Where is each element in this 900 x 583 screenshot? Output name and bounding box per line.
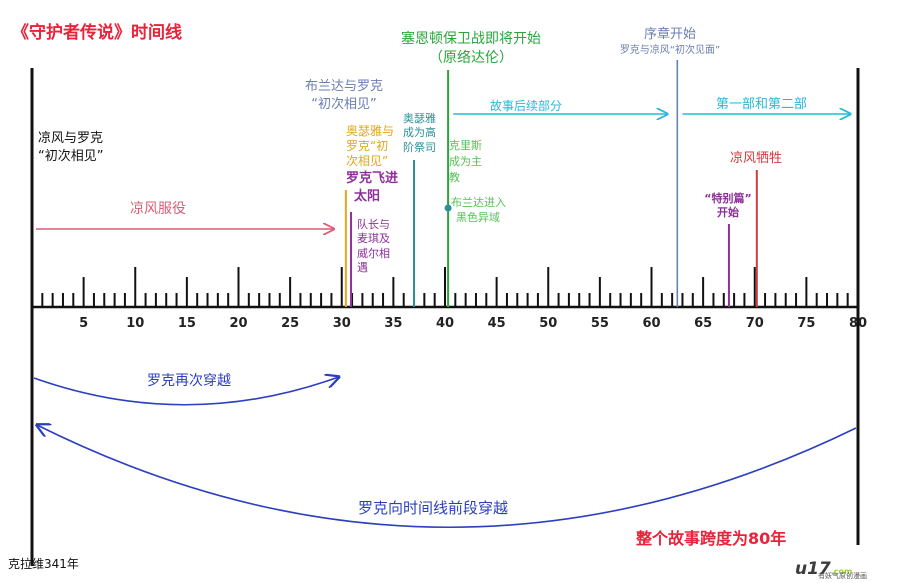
axis-tick-label: 75 bbox=[797, 316, 816, 331]
event-line: 奥瑟雅与 bbox=[346, 124, 395, 138]
axis-tick-label: 40 bbox=[435, 316, 455, 331]
event-brenda-luoke-meet: 布兰达与罗克 “初次相见” bbox=[298, 78, 390, 113]
event-line: 克里斯 bbox=[449, 139, 482, 152]
axis-tick-label: 10 bbox=[126, 316, 145, 331]
arc-luoke-again-label: 罗克再次穿越 bbox=[147, 373, 231, 389]
watermark-logo: u17.com bbox=[795, 558, 852, 581]
event-special-start: “特别篇” 开始 bbox=[700, 192, 756, 221]
event-lingfeng-service: 凉风服役 bbox=[130, 201, 186, 217]
event-line: 黑色异域 bbox=[456, 210, 500, 224]
axis-tick-label: 15 bbox=[177, 316, 196, 331]
axis-tick-label: 5 bbox=[79, 316, 89, 331]
event-line: 塞恩顿保卫战即将开始 bbox=[401, 31, 541, 47]
event-line: 成为主 bbox=[449, 154, 482, 168]
watermark-logo-suffix: .com bbox=[830, 567, 853, 576]
story-span-note: 整个故事跨度为80年 bbox=[636, 529, 787, 548]
event-line: 凉风与罗克 bbox=[38, 131, 104, 146]
event-line: 罗克与凉风“初次见面” bbox=[619, 44, 721, 56]
event-oseya-luoke-meet: 奥瑟雅与 罗克“初 次相见” bbox=[346, 124, 394, 169]
axis-tick-label: 55 bbox=[590, 316, 609, 331]
event-line: 布兰达与罗克 bbox=[304, 79, 383, 94]
event-line: 奥瑟雅 bbox=[403, 112, 436, 125]
axis-tick-label: 65 bbox=[694, 316, 713, 331]
arc-luoke-front bbox=[37, 425, 857, 529]
period-part-one-two: 第一部和第二部 bbox=[716, 97, 808, 112]
event-line: 麦琪及 bbox=[357, 232, 390, 246]
axis-start-label: 克拉维341年 bbox=[8, 557, 79, 571]
axis-tick-label: 20 bbox=[229, 316, 248, 331]
event-line: 布兰达进入 bbox=[451, 196, 506, 209]
event-markers bbox=[344, 60, 758, 307]
axis-tick-label: 70 bbox=[745, 316, 764, 331]
axis-tick-label: 30 bbox=[332, 316, 351, 331]
event-brenda-enter-dark: 布兰达进入 黑色异域 bbox=[451, 196, 506, 226]
event-lingfeng-luoke-meet: 凉风与罗克 “初次相见” bbox=[38, 130, 103, 165]
arc-luoke-again bbox=[33, 377, 339, 406]
watermark-logo-text: u17 bbox=[795, 559, 831, 579]
event-line: 遇 bbox=[357, 260, 368, 274]
arc-luoke-front-label: 罗克向时间线前段穿越 bbox=[358, 499, 509, 517]
watermark-sub: 有妖气原创漫画 bbox=[818, 572, 867, 580]
axis-tick-label: 80 bbox=[848, 316, 868, 331]
event-line: 罗克飞进 bbox=[346, 171, 399, 186]
page-title: 《守护者传说》时间线 bbox=[12, 23, 182, 43]
period-story-follow: 故事后续部分 bbox=[490, 99, 563, 113]
event-line: 威尔相 bbox=[357, 246, 390, 260]
event-sedonton-battle: 塞恩顿保卫战即将开始 （原络达伦） bbox=[385, 30, 557, 68]
event-line: 成为高 bbox=[403, 126, 436, 140]
axis-ticks bbox=[30, 68, 860, 566]
event-line: 阶祭司 bbox=[403, 140, 436, 154]
event-line: “初次相见” bbox=[311, 96, 377, 112]
event-captain-meet: 队长与 麦琪及 威尔相 遇 bbox=[357, 218, 390, 275]
event-line: 次相见” bbox=[346, 154, 389, 168]
event-oseya-high-priest: 奥瑟雅 成为高 阶祭司 bbox=[403, 112, 436, 155]
event-chris-bishop: 克里斯 成为主 教 bbox=[449, 138, 482, 186]
event-line: “初次相见” bbox=[38, 148, 104, 164]
event-line: 开始 bbox=[717, 206, 739, 220]
event-line: 太阳 bbox=[354, 189, 381, 205]
event-line: 罗克“初 bbox=[346, 139, 389, 153]
axis-tick-label: 35 bbox=[384, 316, 403, 331]
axis-tick-label: 25 bbox=[281, 316, 300, 331]
event-luoke-fly-sun: 罗克飞进 太阳 bbox=[346, 170, 398, 206]
axis-tick-label: 45 bbox=[487, 316, 506, 331]
marker-brenda-dot bbox=[444, 204, 452, 212]
event-line: 教 bbox=[449, 170, 460, 184]
event-prologue-start: 序章开始 罗克与凉风“初次见面” bbox=[608, 26, 732, 57]
event-lingfeng-sacrifice: 凉风牺牲 bbox=[730, 151, 783, 166]
event-line: （原络达伦） bbox=[429, 49, 513, 66]
axis-tick-label: 50 bbox=[539, 316, 558, 331]
event-line: 序章开始 bbox=[643, 27, 696, 42]
axis-tick-label: 60 bbox=[642, 316, 661, 331]
time-travel-arcs bbox=[33, 377, 857, 529]
event-line: 队长与 bbox=[357, 218, 390, 231]
period-arrows bbox=[36, 114, 850, 229]
event-line: “特别篇” bbox=[704, 192, 752, 205]
